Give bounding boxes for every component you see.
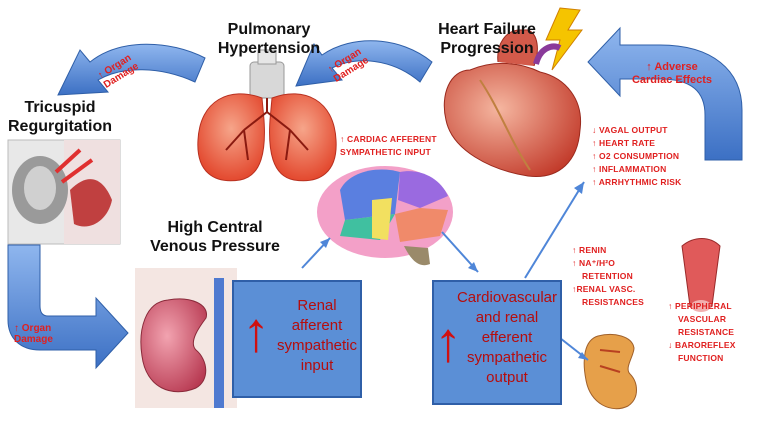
heart-failure-title: Heart Failure Progression bbox=[438, 21, 536, 57]
vascular-effects-list: ↑ Peripheral Vascular Resistance ↓ Baror… bbox=[668, 300, 754, 365]
renin-item: ↑ Renin bbox=[572, 245, 607, 255]
up-arrow-icon: ↑ bbox=[434, 310, 462, 373]
tricuspid-illustration bbox=[7, 139, 121, 245]
heart-effect-item: ↑ Arrhythmic risk bbox=[592, 177, 682, 187]
renal-afferent-text: Renal afferent sympathetic input bbox=[276, 297, 358, 374]
lightning-icon bbox=[545, 7, 583, 71]
heart-illustration bbox=[443, 29, 582, 177]
cardio-efferent-text: Cardiovascular and renal efferent sympat… bbox=[456, 289, 558, 386]
kidney-illustration-left bbox=[135, 268, 237, 408]
heart-effect-item: ↓ vagal output bbox=[592, 125, 668, 135]
renin-item: ↑Renal Vasc. bbox=[572, 284, 636, 294]
up-arrow-icon: ↑ bbox=[14, 323, 19, 334]
renin-effects-list: ↑ Renin ↑ Na⁺/H²O Retention ↑Renal Vasc.… bbox=[572, 244, 662, 309]
lungs-illustration bbox=[197, 49, 337, 182]
cardiac-afferent-text: ↑ Cardiac afferent sympathetic input bbox=[340, 134, 437, 157]
renal-afferent-box: ↑ Renal afferent sympathetic input bbox=[232, 280, 362, 398]
connector-cardio-heart bbox=[524, 181, 585, 279]
renin-item: Resistances bbox=[582, 297, 645, 307]
pulmonary-hypertension-title: Pulmonary Hypertension bbox=[217, 21, 321, 57]
up-arrow-icon: ↑ bbox=[592, 138, 597, 148]
organ-damage-label-bottom: ↑ Organ Damage bbox=[14, 323, 53, 345]
up-arrow-icon: ↑ bbox=[572, 245, 577, 255]
down-arrow-icon: ↓ bbox=[668, 340, 673, 350]
tricuspid-title: Tricuspid Regurgitation bbox=[8, 99, 112, 135]
cvp-title: High Central Venous Pressure bbox=[150, 219, 280, 255]
cardio-efferent-box: ↑ Cardiovascular and renal efferent symp… bbox=[432, 280, 562, 405]
up-arrow-icon: ↑ bbox=[592, 164, 597, 174]
heart-effect-item: ↑ heart Rate bbox=[592, 138, 656, 148]
vessel-illustration bbox=[681, 238, 721, 312]
adverse-cardiac-label: ↑ Adverse Cardiac Effects bbox=[631, 61, 713, 86]
up-arrow-icon: ↑ bbox=[340, 134, 345, 144]
vascular-item: ↓ Baroreflex bbox=[668, 340, 736, 350]
vascular-item: Resistance bbox=[678, 327, 735, 337]
renin-item: Retention bbox=[582, 271, 633, 281]
brain-illustration bbox=[317, 166, 453, 266]
renin-item: ↑ Na⁺/H²O bbox=[572, 258, 616, 268]
organ-damage-arrow-bottom bbox=[7, 244, 129, 370]
up-arrow-icon: ↑ bbox=[242, 300, 270, 363]
vascular-item: function bbox=[678, 353, 724, 363]
down-arrow-icon: ↓ bbox=[592, 125, 597, 135]
organ-damage-arrow-mid bbox=[295, 40, 433, 87]
up-arrow-icon: ↑ bbox=[572, 284, 577, 294]
up-arrow-icon: ↑ bbox=[572, 258, 577, 268]
kidney-illustration-right bbox=[583, 334, 637, 410]
vascular-item: ↑ Peripheral bbox=[668, 301, 732, 311]
heart-effects-list: ↓ vagal output ↑ heart Rate ↑ O2 consump… bbox=[592, 124, 702, 189]
up-arrow-icon: ↑ bbox=[646, 61, 652, 73]
heart-effect-item: ↑ Inflammation bbox=[592, 164, 667, 174]
heart-effect-item: ↑ O2 consumption bbox=[592, 151, 680, 161]
up-arrow-icon: ↑ bbox=[668, 301, 673, 311]
up-arrow-icon: ↑ bbox=[592, 151, 597, 161]
organ-damage-arrow-left bbox=[57, 43, 206, 96]
adverse-effects-arrow bbox=[587, 26, 743, 161]
vascular-item: Vascular bbox=[678, 314, 727, 324]
up-arrow-icon: ↑ bbox=[592, 177, 597, 187]
